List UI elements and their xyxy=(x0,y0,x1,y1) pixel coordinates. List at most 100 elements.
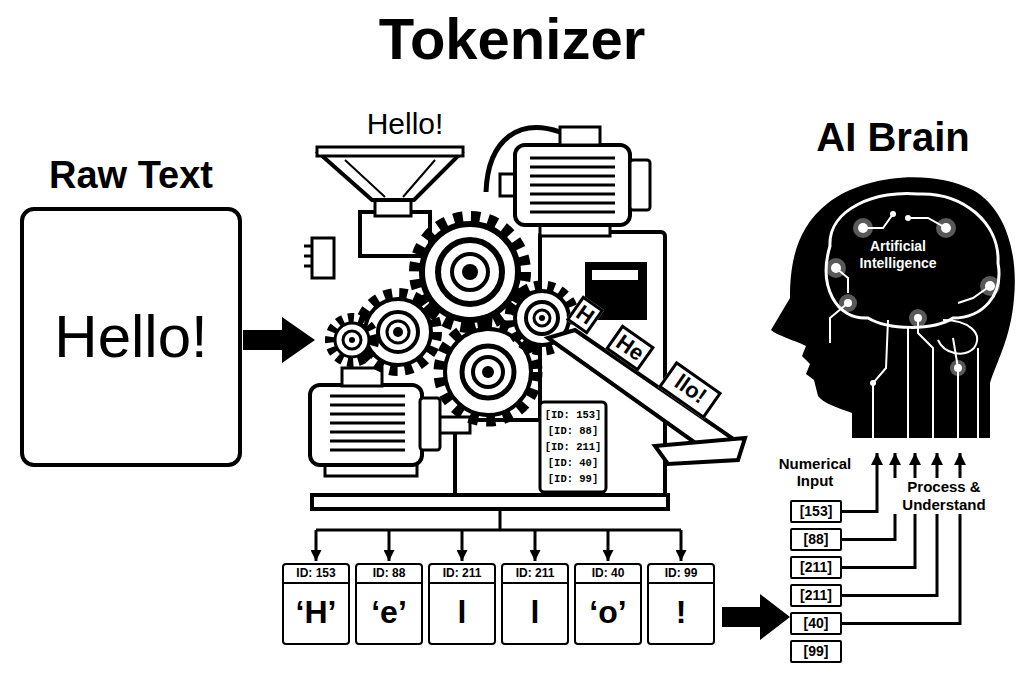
plate-id: [ID: 40] xyxy=(541,455,605,471)
token-id: ID: 88 xyxy=(357,565,421,584)
token-box: ID: 99! xyxy=(647,563,715,645)
number-box: [211] xyxy=(790,556,842,579)
text-box: Raw TextHello! xyxy=(20,207,242,467)
crank-handle xyxy=(312,238,334,278)
token-char: ‘H’ xyxy=(284,584,348,640)
token-box: ID: 153‘H’ xyxy=(282,563,350,645)
head-heading: AI Brain xyxy=(768,114,1018,160)
plate-id: [ID: 99] xyxy=(541,471,605,487)
motor-shaft xyxy=(438,417,470,433)
funnel-lines xyxy=(345,160,435,197)
plate-id: [ID: 88] xyxy=(541,423,605,439)
circuit-nodes xyxy=(831,211,995,386)
gear-ring xyxy=(387,321,409,343)
token-char: l xyxy=(430,584,494,640)
head-outline xyxy=(768,168,1018,453)
split-arrow xyxy=(388,530,391,561)
process-caption: Process & Understand xyxy=(884,478,1004,514)
gear-body xyxy=(445,329,531,415)
box-heading: Raw Text xyxy=(14,153,248,197)
token-id: ID: 99 xyxy=(649,565,713,584)
funnel-rim xyxy=(317,147,463,156)
plate-id: [ID: 153] xyxy=(541,407,605,423)
split-arrow xyxy=(315,530,318,561)
gear-body xyxy=(365,299,431,365)
token-number: [211] xyxy=(792,558,840,577)
number-box: [153] xyxy=(790,500,842,523)
split-arrow xyxy=(680,530,683,561)
gear-ring xyxy=(473,357,503,387)
motor-cap xyxy=(420,398,440,450)
gear xyxy=(330,318,374,362)
token-id: ID: 211 xyxy=(430,565,494,584)
id-plate xyxy=(540,402,606,492)
split-arrow xyxy=(607,530,610,561)
head-silhouette xyxy=(771,177,1015,438)
terminal-box xyxy=(342,368,382,386)
gear-ring xyxy=(378,312,418,352)
token-char: l xyxy=(503,584,567,640)
gear-hub xyxy=(482,366,494,378)
brain-label: Artificial Intelligence xyxy=(840,238,956,272)
crank-grip xyxy=(304,246,312,266)
token-box: ID: 88‘e’ xyxy=(355,563,423,645)
motor-body xyxy=(310,385,422,465)
node-glow xyxy=(826,218,1000,376)
brain-head: AI BrainArtificial Intelligence xyxy=(768,168,1018,453)
number-box: [211] xyxy=(790,584,842,607)
token-char: ‘o’ xyxy=(576,584,640,640)
gear-ring xyxy=(343,331,361,349)
gear-ring xyxy=(526,302,558,334)
plate-id: [ID: 211] xyxy=(541,439,605,455)
token-id: ID: 211 xyxy=(503,565,567,584)
token-id: ID: 153 xyxy=(284,565,348,584)
gear-hub xyxy=(462,264,478,280)
motor-body xyxy=(515,145,630,225)
number-box: [40] xyxy=(790,612,842,635)
motor-ribs xyxy=(530,158,615,212)
number-box: [88] xyxy=(790,528,842,551)
gear-body xyxy=(335,323,369,357)
gear-body xyxy=(422,224,518,320)
input-caption: Numerical Input xyxy=(760,455,870,489)
token-number: [153] xyxy=(792,502,840,521)
gear-ring xyxy=(438,240,502,304)
diagram-title: Tokenizer xyxy=(0,6,1024,72)
motor-cap xyxy=(630,160,650,210)
gear-teeth xyxy=(330,318,374,362)
gear-ring xyxy=(462,346,514,398)
token-char: ! xyxy=(649,584,713,640)
token-number: [88] xyxy=(792,530,840,549)
input-text: Hello! xyxy=(330,106,480,142)
output-tray xyxy=(655,438,745,464)
box-text: Hello! xyxy=(24,302,238,372)
token-box: ID: 211l xyxy=(501,563,569,645)
gear-hub xyxy=(539,315,545,321)
token-number: [40] xyxy=(792,614,840,633)
token-char: ‘e’ xyxy=(357,584,421,640)
token-box: ID: 211l xyxy=(428,563,496,645)
split-arrow xyxy=(534,530,537,561)
brain-outline xyxy=(826,193,999,327)
funnel xyxy=(320,154,460,200)
token-number: [99] xyxy=(792,642,840,661)
machine-base xyxy=(312,495,668,509)
gear-ring xyxy=(452,254,488,290)
terminal-box xyxy=(560,127,600,145)
split-arrow xyxy=(461,530,464,561)
split-bracket xyxy=(316,509,681,530)
gear-hub xyxy=(349,337,355,343)
token-box: ID: 40‘o’ xyxy=(574,563,642,645)
flow-arrow xyxy=(243,317,315,363)
cabinet-slot xyxy=(592,270,638,280)
token-number: [211] xyxy=(792,586,840,605)
circuit-lines xyxy=(830,214,990,438)
gear-ring xyxy=(534,310,550,326)
brain-cerebellum xyxy=(938,320,977,354)
number-box: [99] xyxy=(790,640,842,663)
token-id: ID: 40 xyxy=(576,565,640,584)
motor-ribs xyxy=(330,396,405,450)
gear-hub xyxy=(393,327,403,337)
flow-arrow xyxy=(722,594,790,640)
